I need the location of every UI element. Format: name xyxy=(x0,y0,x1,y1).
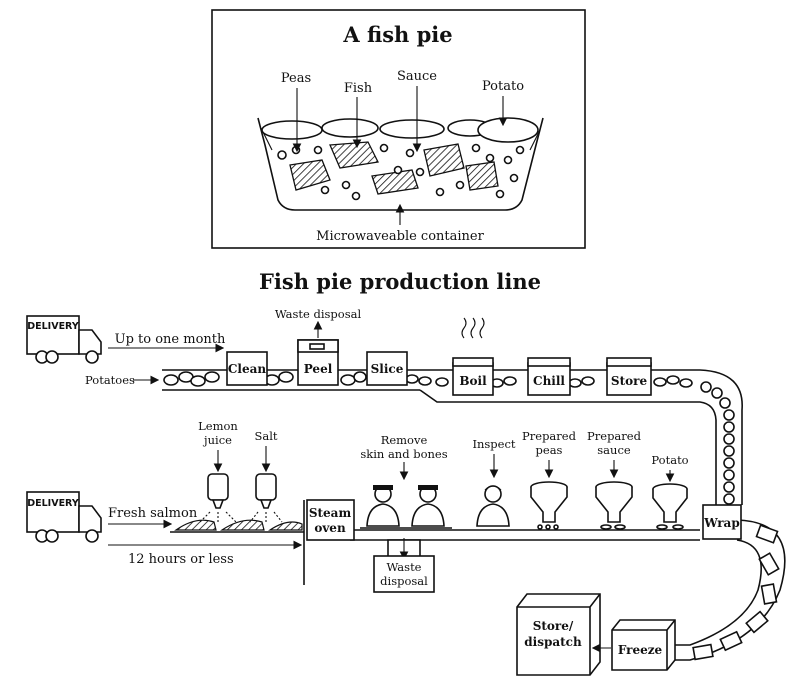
label-steam: Steam xyxy=(309,506,352,520)
label-fresh-salmon: Fresh salmon xyxy=(108,506,198,521)
pie-frame xyxy=(211,9,586,249)
production-line-title: Fish pie production line xyxy=(259,269,541,294)
label-prepared-sauce-2: sauce xyxy=(597,443,631,457)
fish-chunk xyxy=(423,143,465,177)
box-chill xyxy=(527,362,571,396)
peas-group xyxy=(277,143,525,201)
worker-inspect xyxy=(476,485,510,527)
label-juice: juice xyxy=(202,433,232,447)
box-clean xyxy=(226,351,268,386)
label-potato-hopper: Potato xyxy=(651,453,688,467)
steam-lines xyxy=(461,317,485,339)
fish-pie-panel: A fish pie xyxy=(211,9,586,249)
fish-chunk xyxy=(371,169,419,195)
label-oven: oven xyxy=(314,521,346,535)
delivery-truck-potatoes: DELIVERY xyxy=(26,315,102,364)
label-boil: Boil xyxy=(459,374,487,388)
freeze-unit: Freeze xyxy=(611,619,676,671)
label-dispatch: dispatch xyxy=(524,635,582,649)
label-skin-and-bones: skin and bones xyxy=(360,447,447,461)
label-potatoes: Potatoes xyxy=(85,373,135,387)
pie-title: A fish pie xyxy=(342,22,452,47)
label-up-to-one-month: Up to one month xyxy=(115,332,226,347)
label-chill: Chill xyxy=(533,374,565,388)
label-salt: Salt xyxy=(254,429,277,443)
label-disposal: disposal xyxy=(380,574,428,588)
salmon-fillets xyxy=(174,519,303,531)
label-slice: Slice xyxy=(371,362,404,376)
box-waste-disposal xyxy=(373,555,435,593)
label-waste-disposal-top: Waste disposal xyxy=(275,307,362,321)
pie-label-potato: Potato xyxy=(482,79,524,94)
potatoes-on-belt xyxy=(163,371,735,505)
truck-label: DELIVERY xyxy=(27,321,79,332)
truck-label: DELIVERY xyxy=(27,498,79,509)
hopper-sauce xyxy=(595,481,633,530)
delivery-truck-salmon: DELIVERY xyxy=(26,491,102,543)
label-inspect: Inspect xyxy=(472,437,515,451)
label-waste: Waste xyxy=(386,560,421,574)
box-steam-oven xyxy=(306,499,355,541)
label-lemon: Lemon xyxy=(198,419,238,433)
label-remove: Remove xyxy=(381,433,428,447)
label-store-slash: Store/ xyxy=(533,619,574,633)
label-clean: Clean xyxy=(228,362,267,376)
salt-dispenser xyxy=(249,473,283,523)
label-peel: Peel xyxy=(304,362,333,376)
label-prepared-peas-1: Prepared xyxy=(522,429,577,443)
label-wrap: Wrap xyxy=(703,516,739,530)
box-store xyxy=(606,362,652,396)
fish-chunk xyxy=(465,161,499,191)
pie-label-peas: Peas xyxy=(281,71,311,86)
label-twelve-hours: 12 hours or less xyxy=(128,552,234,567)
peel-machine xyxy=(297,339,339,386)
label-prepared-peas-2: peas xyxy=(536,443,563,457)
label-store: Store xyxy=(611,374,648,388)
potato-conveyor xyxy=(162,369,743,505)
hopper-potato xyxy=(652,483,688,530)
pie-label-container: Microwaveable container xyxy=(316,229,484,244)
label-prepared-sauce-1: Prepared xyxy=(587,429,642,443)
workers-remove xyxy=(360,485,452,529)
pie-container-drawing xyxy=(257,117,544,211)
box-slice xyxy=(366,351,408,386)
fish-chunk xyxy=(289,159,331,191)
pie-label-sauce: Sauce xyxy=(397,69,437,84)
pie-label-fish: Fish xyxy=(344,81,373,96)
fish-chunk xyxy=(329,141,379,169)
box-wrap xyxy=(702,504,742,540)
hopper-peas xyxy=(530,481,568,530)
label-freeze: Freeze xyxy=(618,643,663,657)
lemon-dispenser xyxy=(199,473,237,523)
store-dispatch-building: Store/ dispatch xyxy=(516,593,601,676)
